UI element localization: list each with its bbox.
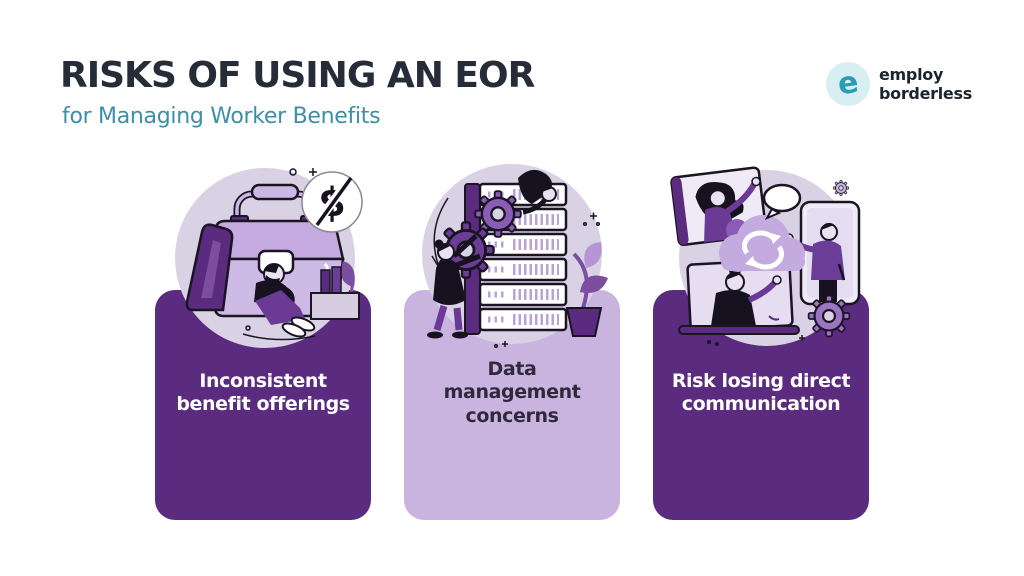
remote-communication-icon bbox=[670, 166, 861, 347]
card2-label-line2: management bbox=[443, 381, 581, 404]
server-illustration bbox=[402, 158, 622, 358]
logo-wordmark: employ borderless bbox=[879, 65, 972, 103]
laptop-screen bbox=[678, 258, 800, 335]
plant-box-icon bbox=[310, 261, 360, 320]
briefcase-no-benefits-icon: $ bbox=[175, 168, 363, 348]
card1-label-line1: Inconsistent bbox=[199, 369, 327, 392]
card3-label-line1: Risk losing direct bbox=[671, 369, 851, 392]
standing-person bbox=[427, 234, 481, 339]
card-label: Data management concerns bbox=[444, 358, 581, 428]
card1-label-line2: benefit offerings bbox=[176, 393, 350, 415]
card-label: Inconsistent benefit offerings bbox=[176, 369, 350, 416]
communication-illustration bbox=[651, 158, 871, 358]
employ-borderless-logo-icon: e bbox=[826, 62, 870, 106]
sparkle-icons bbox=[706, 335, 805, 347]
card2-label-line3: concerns bbox=[465, 404, 559, 427]
no-dollar-icon: $ bbox=[301, 171, 363, 233]
logo-mark-letter: e bbox=[835, 64, 861, 103]
card-label: Risk losing direct communication bbox=[671, 369, 851, 416]
card2-label-line1: Data bbox=[487, 358, 537, 381]
logo-text-line1: employ bbox=[879, 65, 944, 84]
employ-borderless-logo: e employ borderless bbox=[826, 62, 972, 106]
page-title: RISKS OF USING AN EOR bbox=[60, 55, 535, 96]
briefcase-illustration: $ bbox=[153, 158, 373, 358]
logo-text-line2: borderless bbox=[879, 84, 972, 103]
cloud-sync-icon bbox=[719, 215, 805, 272]
briefcase-lid bbox=[185, 223, 234, 312]
sparkle-icons bbox=[493, 212, 601, 349]
sparkle-icons bbox=[289, 168, 317, 176]
card3-label-line2: communication bbox=[681, 393, 841, 415]
person-on-servers bbox=[518, 169, 557, 215]
page-subtitle: for Managing Worker Benefits bbox=[62, 104, 381, 129]
server-data-gears-icon bbox=[422, 164, 608, 349]
gear-icon bbox=[807, 294, 851, 338]
phone-screen bbox=[784, 200, 861, 306]
gear-icon bbox=[832, 179, 850, 197]
header: RISKS OF USING AN EOR for Managing Worke… bbox=[60, 54, 535, 129]
plant-icon bbox=[565, 242, 608, 337]
speech-bubble-icon bbox=[762, 183, 802, 221]
seated-person bbox=[242, 263, 316, 341]
